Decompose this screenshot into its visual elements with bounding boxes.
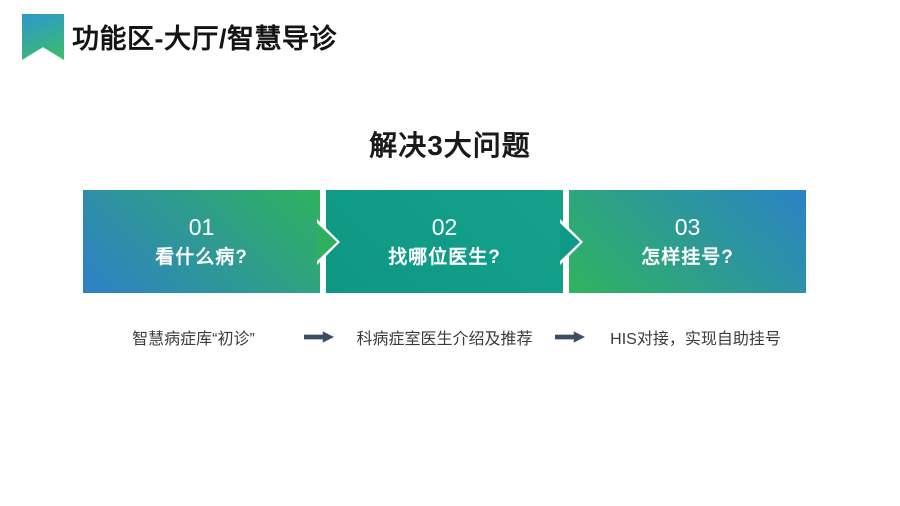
step-card-3: 03 怎样挂号? — [569, 190, 806, 293]
step-card-1: 01 看什么病? — [83, 190, 340, 293]
step-card-2: 02 找哪位医生? — [326, 190, 583, 293]
step-number: 02 — [431, 214, 458, 240]
steps-row: 01 看什么病? 02 找哪位医生? 03 怎样挂号? — [83, 190, 806, 293]
step-note: 科病症室医生介绍及推荐 — [356, 331, 533, 348]
step-label: 找哪位医生? — [388, 247, 501, 268]
section-heading: 解决3大问题 — [369, 130, 531, 161]
step-label: 看什么病? — [155, 247, 248, 268]
page-title: 功能区-大厅/智慧导诊 — [72, 24, 337, 54]
arrow-right-icon — [555, 331, 585, 343]
notes-row: 智慧病症库“初诊” 科病症室医生介绍及推荐 HIS对接，实现自助挂号 — [83, 325, 806, 349]
chevron-right-icon — [560, 222, 583, 261]
bookmark-icon — [22, 14, 64, 60]
step-number: 03 — [674, 214, 701, 240]
step-label: 怎样挂号? — [641, 247, 734, 268]
step-note: HIS对接，实现自助挂号 — [610, 331, 781, 348]
step-note: 智慧病症库“初诊” — [132, 331, 255, 348]
arrow-right-icon — [304, 331, 334, 343]
chevron-right-icon — [317, 222, 340, 261]
step-number: 01 — [188, 214, 215, 240]
